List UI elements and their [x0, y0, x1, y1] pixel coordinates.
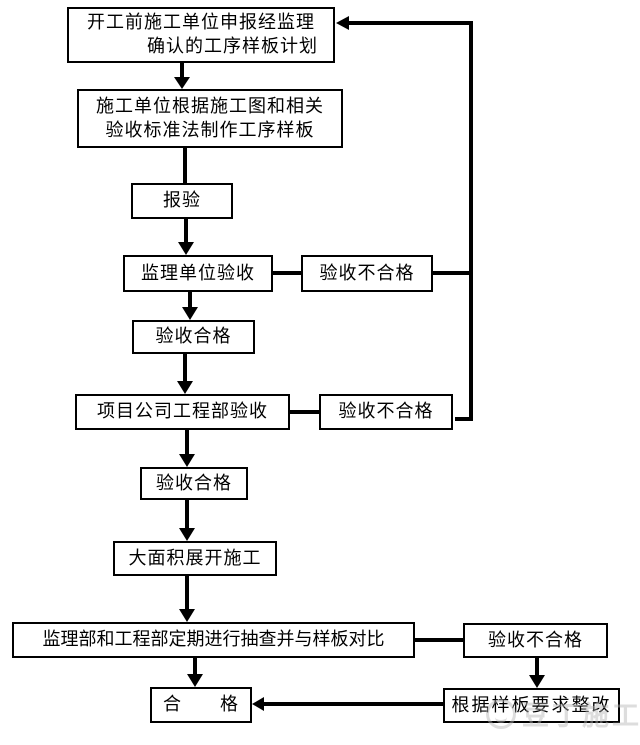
arrowhead-supervisor-to-pass: [182, 307, 198, 320]
node-fail-supervisor: 验收不合格: [301, 255, 433, 292]
node-fail2-label: 验收不合格: [338, 401, 434, 422]
node-periodic-spot-check: 监理部和工程部定期进行抽查并与样板对比: [12, 622, 415, 658]
node-final-pass: 合 格: [150, 687, 252, 723]
node-supervisor-acceptance: 监理单位验收: [123, 255, 273, 292]
node-project-dept-acceptance: 项目公司工程部验收: [75, 394, 290, 430]
arrowhead-inspect-to-final: [187, 674, 203, 687]
arrowhead-pass2-to-construct: [179, 528, 195, 541]
node-full-scale-construction: 大面积展开施工: [113, 541, 277, 576]
node-final-pass-label: 合 格: [163, 694, 239, 715]
node-plan-line2: 确认的工序样板计划: [147, 36, 318, 57]
node-supervisor-label: 监理单位验收: [141, 262, 255, 284]
arrowhead-pass-to-project: [177, 381, 193, 394]
node-plan-line1: 开工前施工单位申报经监理: [87, 12, 315, 33]
arrowhead-feedback-to-plan: [336, 16, 349, 30]
node-inspect-label: 监理部和工程部定期进行抽查并与样板对比: [42, 629, 385, 650]
node-pass1-label: 验收合格: [155, 326, 232, 347]
arrowhead-project-to-pass2: [179, 454, 195, 467]
node-rectify-label: 根据样板要求整改: [451, 694, 612, 716]
arrowhead-construct-to-inspect: [179, 609, 195, 622]
node-rectify-per-sample: 根据样板要求整改: [443, 688, 620, 723]
node-fail-inspection: 验收不合格: [463, 623, 608, 658]
node-fail-project: 验收不合格: [319, 394, 453, 430]
arrowhead-fail3-to-rectify: [529, 675, 545, 688]
node-construct-label: 大面积展开施工: [128, 547, 262, 569]
node-project-label: 项目公司工程部验收: [97, 401, 268, 422]
arrowhead-submit-to-supervisor: [178, 242, 194, 255]
arrowhead-plan-to-make: [174, 77, 190, 89]
node-make-line2: 验收标准法制作工序样板: [105, 119, 315, 141]
node-pass-project: 验收合格: [140, 467, 248, 500]
node-submit-label: 报验: [163, 190, 201, 211]
node-plan: 开工前施工单位申报经监理 确认的工序样板计划: [67, 7, 335, 63]
node-make-line1: 施工单位根据施工图和相关: [96, 95, 324, 117]
node-pass2-label: 验收合格: [156, 472, 232, 494]
node-fail1-label: 验收不合格: [319, 262, 415, 284]
node-pass-supervisor: 验收合格: [132, 320, 255, 354]
node-fail3-label: 验收不合格: [488, 629, 583, 651]
arrowhead-rectify-to-final: [252, 697, 264, 711]
node-make-sample: 施工单位根据施工图和相关 验收标准法制作工序样板: [77, 89, 343, 148]
node-submit-for-inspection: 报验: [131, 183, 233, 219]
